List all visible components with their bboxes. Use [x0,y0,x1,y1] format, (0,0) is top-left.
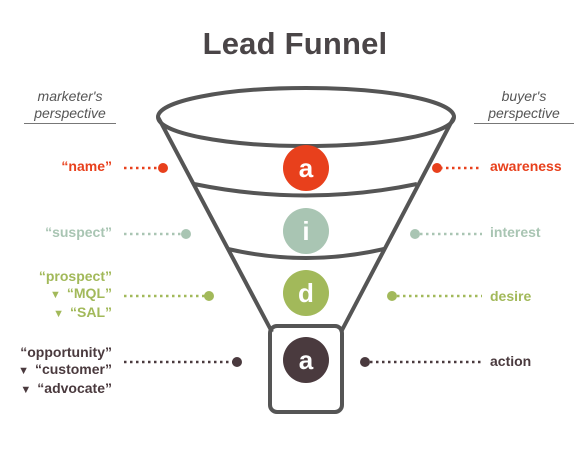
funnel-rim [156,86,456,148]
stage-interest: i [124,208,482,254]
buyer-perspective-underline [474,123,574,124]
action-right-dot [360,357,370,367]
marketer-term: “name” [61,158,112,175]
step-down-marker: ▼ [20,384,32,396]
marketer-term-text: “customer” [34,361,112,377]
marketer-term-text: “suspect” [45,224,112,240]
funnel-shape [156,86,456,414]
funnel-divider-2 [227,247,385,260]
buyer-label-awareness: awareness [490,158,562,174]
marketer-label-desire: “prospect” ▼“MQL” ▼“SAL” [39,268,112,323]
stage-awareness: a [124,145,482,191]
funnel-right-wall [339,116,456,333]
interest-left-dot [181,229,191,239]
stage-desire: d [124,270,482,316]
marketer-term: ▼ “SAL” [39,304,112,323]
marketer-term-text: “opportunity” [20,344,112,360]
desire-left-dot [204,291,214,301]
marketer-term: “opportunity” [18,344,112,361]
step-down-marker: ▼ [18,365,29,377]
funnel-divider-1 [193,182,418,198]
action-badge [283,337,329,383]
marketer-label-action: “opportunity” ▼“customer” ▼“advocate” [18,344,112,399]
step-down-marker: ▼ [50,289,61,301]
marketer-perspective-line-1: marketer's [37,88,103,104]
awareness-letter: a [299,153,314,183]
marketer-term: ▼ “advocate” [18,380,112,399]
marketer-term: “suspect” [45,224,112,241]
marketer-term-text: “SAL” [70,304,112,320]
marketer-term: ▼ “MQL” [39,285,112,304]
marketer-perspective-line-2: perspective [34,105,106,121]
marketer-term: ▼ “customer” [18,361,112,380]
interest-badge [283,208,329,254]
stage-action: a [124,337,482,383]
buyer-perspective-heading: buyer's perspective [474,88,574,124]
marketer-term-text: “name” [61,158,112,174]
buyer-perspective-line-2: perspective [488,105,560,121]
desire-right-dot [387,291,397,301]
awareness-left-dot [158,163,168,173]
interest-right-dot [410,229,420,239]
interest-letter: i [302,216,309,246]
marketer-perspective-heading: marketer's perspective [24,88,116,124]
marketer-label-awareness: “name” [61,158,112,175]
marketer-term: “prospect” [39,268,112,285]
marketer-term-text: “advocate” [37,380,112,396]
awareness-right-dot [432,163,442,173]
action-left-dot [232,357,242,367]
marketer-term-text: “MQL” [66,285,112,301]
desire-letter: d [298,278,314,308]
awareness-badge [283,145,329,191]
desire-badge [283,270,329,316]
step-down-marker: ▼ [53,308,64,320]
diagram-title: Lead Funnel [202,26,388,61]
marketer-label-interest: “suspect” [45,224,112,241]
action-letter: a [299,345,314,375]
marketer-term-text: “prospect” [38,268,112,284]
funnel-spout [268,324,344,414]
funnel-left-wall [156,116,274,333]
buyer-label-interest: interest [490,224,541,240]
buyer-label-desire: desire [490,288,532,304]
buyer-perspective-line-1: buyer's [501,88,547,104]
marketer-perspective-underline [24,123,116,124]
buyer-label-action: action [490,353,532,369]
